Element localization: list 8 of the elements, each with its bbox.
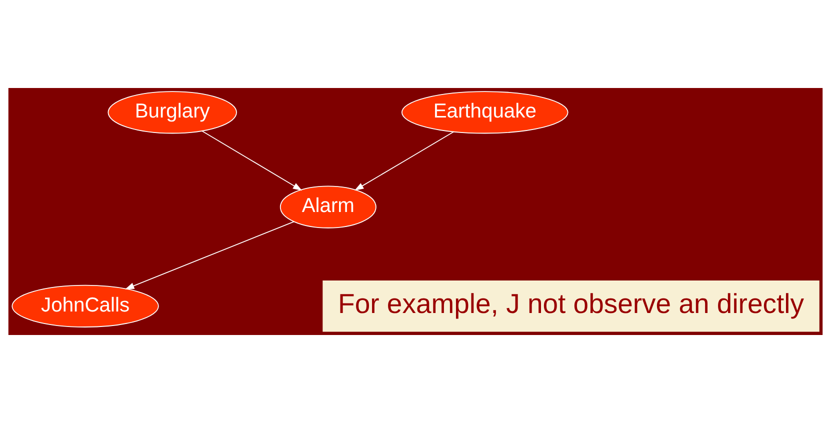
node-ellipse: Alarm [280,185,376,228]
node-box: For example, J not observe an directly [322,280,820,332]
node-ellipse: JohnCalls [12,284,159,327]
node-ellipse: Burglary [108,90,237,134]
arrow [125,220,294,289]
arrow [202,130,302,190]
node-ellipse: Earthquake [401,90,568,134]
arrow [354,130,454,190]
